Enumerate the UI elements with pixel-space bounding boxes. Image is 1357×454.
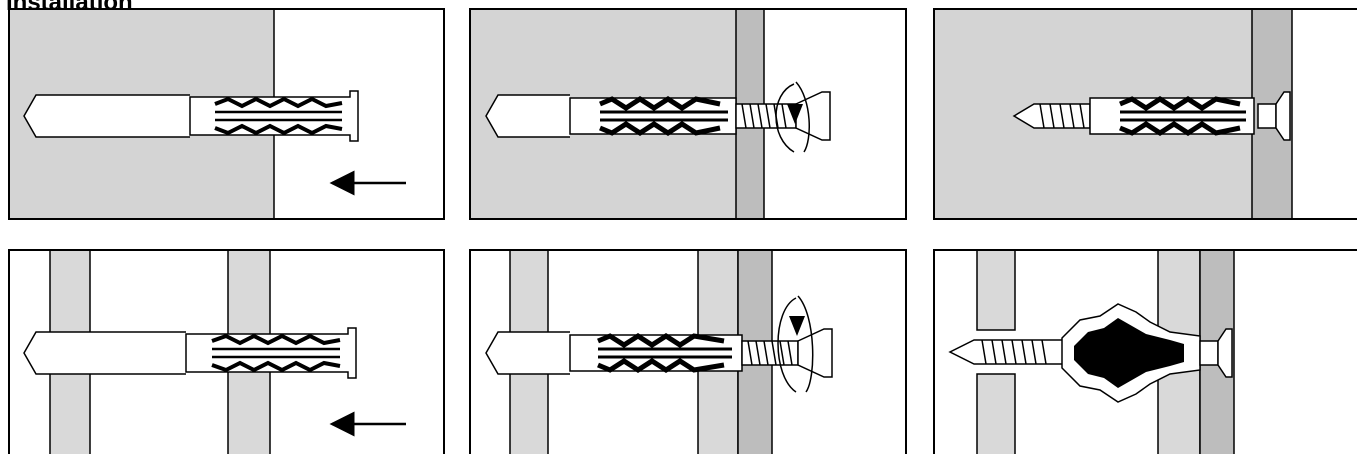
rotate-arrow-icon xyxy=(775,81,810,153)
wall-plug xyxy=(569,96,737,136)
rotate-arrow-icon xyxy=(777,295,814,393)
wall-plug xyxy=(189,90,359,142)
screw xyxy=(741,328,833,378)
wall-plug xyxy=(1089,91,1291,141)
step-panel-hollow-knotted xyxy=(933,249,1357,454)
step-panel-hollow-screw xyxy=(469,249,907,454)
wall-plug xyxy=(569,333,743,373)
screw xyxy=(735,91,831,141)
screw xyxy=(948,339,1065,365)
step-panel-solid-fixed xyxy=(933,8,1357,220)
step-panel-hollow-insert xyxy=(8,249,445,454)
step-panel-solid-insert xyxy=(8,8,445,220)
knotted-plug xyxy=(1061,303,1233,403)
wall-plug xyxy=(185,327,357,379)
step-panel-solid-screw xyxy=(469,8,907,220)
